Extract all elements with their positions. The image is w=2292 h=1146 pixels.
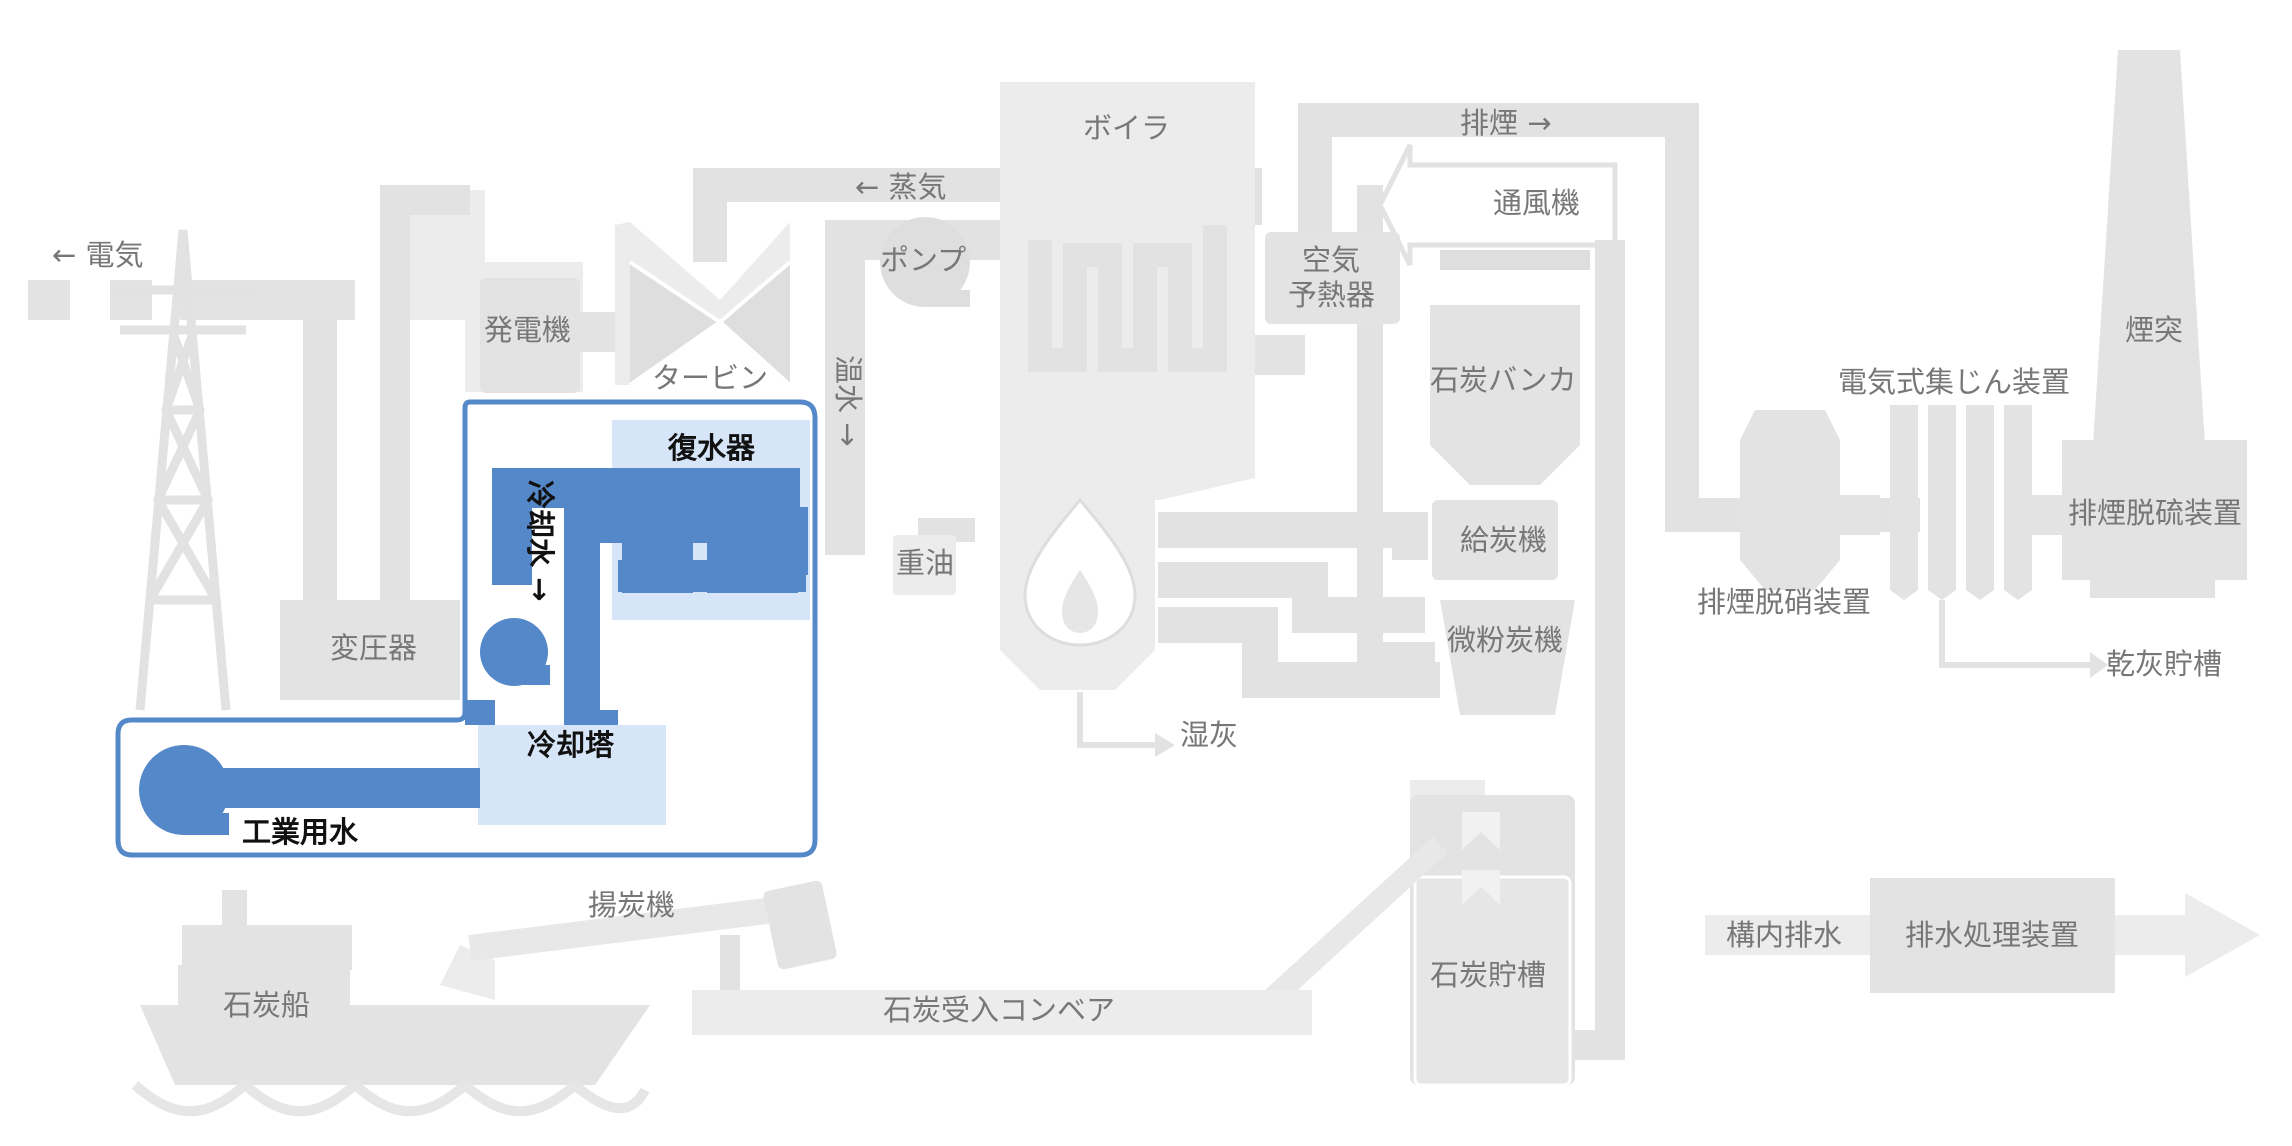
transformer bbox=[280, 185, 470, 700]
coal-bunker bbox=[1430, 305, 1580, 485]
steam-label: ← 蒸気 bbox=[855, 170, 947, 204]
heavy-oil-label: 重油 bbox=[896, 546, 954, 580]
turbine-icon bbox=[580, 222, 792, 387]
coal-feeder-label: 給炭機 bbox=[1460, 523, 1547, 557]
wastewater-treatment-label: 排水処理装置 bbox=[1905, 918, 2079, 952]
denitration-unit bbox=[1740, 410, 1840, 590]
coal-ship-icon bbox=[131, 890, 650, 1117]
fan-label: 通風機 bbox=[1493, 186, 1580, 220]
coal-unloader-label: 揚炭機 bbox=[588, 888, 675, 922]
pulverizer-label: 微粉炭機 bbox=[1447, 623, 1563, 657]
coal-conveyor-label: 石炭受入コンベア bbox=[883, 993, 1115, 1027]
cooling-pump-icon bbox=[480, 618, 550, 686]
wet-ash-label: 湿灰 bbox=[1180, 718, 1238, 752]
cooling-tower-label: 冷却塔 bbox=[527, 728, 615, 762]
hot-water-pipe bbox=[825, 220, 1040, 555]
dry-ash-label: 乾灰貯槽 bbox=[2106, 647, 2222, 681]
coal-ship-label: 石炭船 bbox=[223, 988, 310, 1022]
chimney-label: 煙突 bbox=[2125, 313, 2183, 347]
generator bbox=[465, 262, 583, 393]
exhaust-label: 排煙 → bbox=[1460, 106, 1552, 140]
coal-bunker-label: 石炭バンカ bbox=[1430, 363, 1576, 397]
coal-storage bbox=[1410, 780, 1575, 1087]
cooling-system-highlight bbox=[115, 399, 818, 858]
electrostatic-precipitator bbox=[1840, 405, 2108, 678]
air-ducts bbox=[1158, 512, 1440, 698]
boiler bbox=[1000, 82, 1255, 690]
transmission-tower-icon bbox=[110, 229, 256, 711]
transformer-label: 変圧器 bbox=[330, 631, 417, 665]
condenser bbox=[492, 420, 810, 725]
coal-storage-label: 石炭貯槽 bbox=[1430, 958, 1546, 992]
wastewater-line bbox=[1705, 878, 2260, 993]
coal-supply-line bbox=[1570, 240, 1625, 1060]
air-preheater bbox=[1255, 232, 1400, 375]
electricity-label: ← 電気 bbox=[52, 238, 144, 272]
condenser-label: 復水器 bbox=[667, 431, 756, 465]
cooling-tower bbox=[465, 700, 666, 825]
desulfurization-label: 排煙脱硫装置 bbox=[2068, 496, 2242, 530]
air-preheater-label-2: 予熱器 bbox=[1288, 278, 1375, 312]
industrial-water-label: 工業用水 bbox=[242, 815, 359, 849]
air-preheater-label-1: 空気 bbox=[1302, 243, 1360, 277]
generator-label: 発電機 bbox=[484, 313, 571, 347]
electrostatic-precipitator-label: 電気式集じん装置 bbox=[1838, 365, 2070, 399]
wet-ash-arrow bbox=[1077, 692, 1155, 748]
fan-icon bbox=[1357, 143, 1618, 668]
chimney bbox=[2093, 50, 2205, 445]
pump-label: ポンプ bbox=[880, 243, 966, 277]
desulfurization-unit bbox=[2062, 440, 2247, 598]
coal-feeder bbox=[1432, 500, 1558, 580]
onsite-drainage-label: 構内排水 bbox=[1726, 918, 1842, 952]
industrial-water-supply bbox=[139, 745, 480, 835]
hot-water-label: 温水 → bbox=[831, 355, 865, 447]
turbine-label: タービン bbox=[652, 361, 768, 395]
pump-icon bbox=[880, 217, 970, 307]
boiler-label: ボイラ bbox=[1083, 111, 1170, 145]
coal-conveyor bbox=[440, 836, 1448, 1035]
denitration-label: 排煙脱硝装置 bbox=[1697, 585, 1871, 619]
cooling-water-label: 冷却水 → bbox=[523, 480, 557, 601]
heavy-oil-supply bbox=[893, 518, 975, 595]
pulverizer bbox=[1440, 600, 1575, 715]
